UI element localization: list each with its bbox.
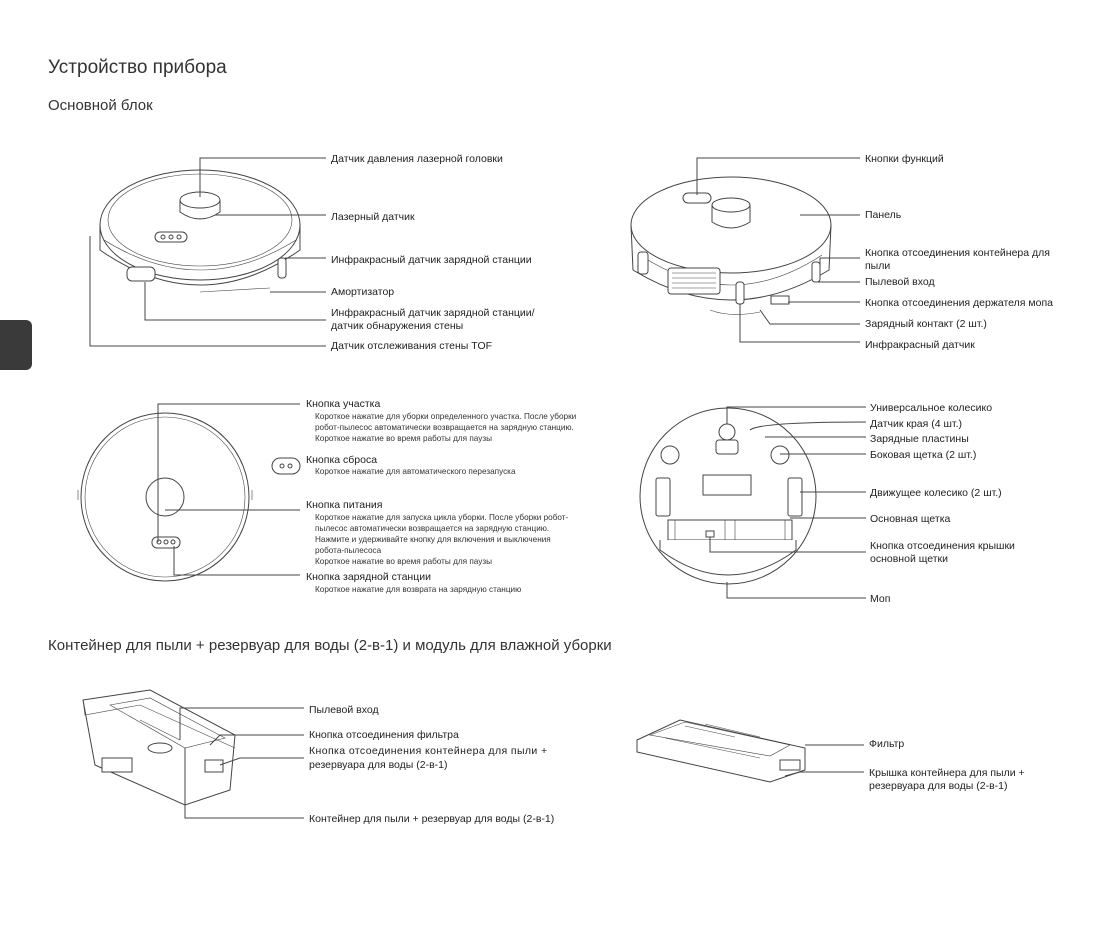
page-title: Устройство прибора <box>48 57 227 78</box>
power-button-desc-3: Нажмите и удерживайте кнопку для включен… <box>315 535 551 544</box>
robot-top-view-left <box>99 169 301 293</box>
robot-bottom-view <box>639 407 817 585</box>
label-brush-cover-release-2: основной щетки <box>870 553 949 565</box>
label-laser-sensor: Лазерный датчик <box>331 211 415 223</box>
label-dustbin-release-1: Кнопка отсоединения контейнера для <box>865 247 1050 259</box>
label-dock-button: Кнопка зарядной станции <box>306 571 431 583</box>
power-button-desc-1: Короткое нажатие для запуска цикла уборк… <box>315 513 569 522</box>
dock-button-desc-1: Короткое нажатие для возврата на зарядну… <box>315 585 522 594</box>
label-universal-wheel: Универсальное колесико <box>870 402 993 414</box>
label-ir-dock-wall-sensor-2: датчик обнаружения стены <box>331 320 464 332</box>
power-button-desc-2: пылесос автоматически возвращается на за… <box>315 524 550 533</box>
label-tof-wall-sensor: Датчик отслеживания стены TOF <box>331 340 493 352</box>
label-laser-head-pressure-sensor: Датчик давления лазерной головки <box>331 153 503 165</box>
label-bumper: Амортизатор <box>331 286 395 298</box>
page-tab-marker <box>0 320 32 370</box>
section-title-main-unit: Основной блок <box>48 97 153 114</box>
reset-button-desc-1: Короткое нажатие для автоматического пер… <box>315 467 516 476</box>
filter-illustration <box>636 719 806 783</box>
label-main-brush: Основная щетка <box>870 513 951 525</box>
spot-button-desc-3: Короткое нажатие во время работы для пау… <box>315 434 492 443</box>
label-ir-sensor: Инфракрасный датчик <box>865 339 975 351</box>
label-power-button: Кнопка питания <box>306 499 383 511</box>
label-brush-cover-release-1: Кнопка отсоединения крышки <box>870 540 1015 552</box>
label-drive-wheels: Движущее колесико (2 шт.) <box>870 487 1002 499</box>
label-cliff-sensors: Датчик края (4 шт.) <box>870 418 962 430</box>
dustbin-illustration <box>82 689 236 806</box>
label-container-lid-1: Крышка контейнера для пыли + <box>869 767 1025 779</box>
label-panel: Панель <box>865 209 902 221</box>
label-ir-dock-sensor: Инфракрасный датчик зарядной станции <box>331 254 532 266</box>
label-filter-release: Кнопка отсоединения фильтра <box>309 729 459 741</box>
label-charging-plates: Зарядные пластины <box>870 433 969 445</box>
label-ir-dock-wall-sensor-1: Инфракрасный датчик зарядной станции/ <box>331 307 535 319</box>
label-mop: Моп <box>870 593 891 605</box>
label-container-2in1: Контейнер для пыли + резервуар для воды … <box>309 813 555 825</box>
label-spot-button: Кнопка участка <box>306 398 381 410</box>
label-container-release-1: Кнопка отсоединения контейнера для пыли … <box>309 745 548 757</box>
robot-top-flat-view <box>77 412 301 582</box>
robot-top-view-right <box>630 176 832 315</box>
power-button-desc-5: Короткое нажатие во время работы для пау… <box>315 557 492 566</box>
spot-button-desc-2: робот-пылесос автоматически возвращается… <box>315 423 574 432</box>
label-mop-holder-release: Кнопка отсоединения держателя мопа <box>865 297 1053 309</box>
label-function-buttons: Кнопки функций <box>865 153 944 165</box>
label-container-lid-2: резервуара для воды (2-в-1) <box>869 780 1008 792</box>
power-button-desc-4: робота-пылесоса <box>315 546 382 555</box>
label-charging-contacts: Зарядный контакт (2 шт.) <box>865 318 987 330</box>
label-dustbin-release-2: пыли <box>865 260 891 272</box>
section-title-container: Контейнер для пыли + резервуар для воды … <box>48 637 612 654</box>
label-container-release-2: резервуара для воды (2-в-1) <box>309 759 448 771</box>
label-filter: Фильтр <box>869 738 905 750</box>
label-side-brush: Боковая щетка (2 шт.) <box>870 449 977 461</box>
label-dust-inlet: Пылевой вход <box>865 276 935 288</box>
label-reset-button: Кнопка сброса <box>306 454 378 466</box>
label-container-dust-inlet: Пылевой вход <box>309 704 379 716</box>
spot-button-desc-1: Короткое нажатие для уборки определенног… <box>315 412 577 421</box>
